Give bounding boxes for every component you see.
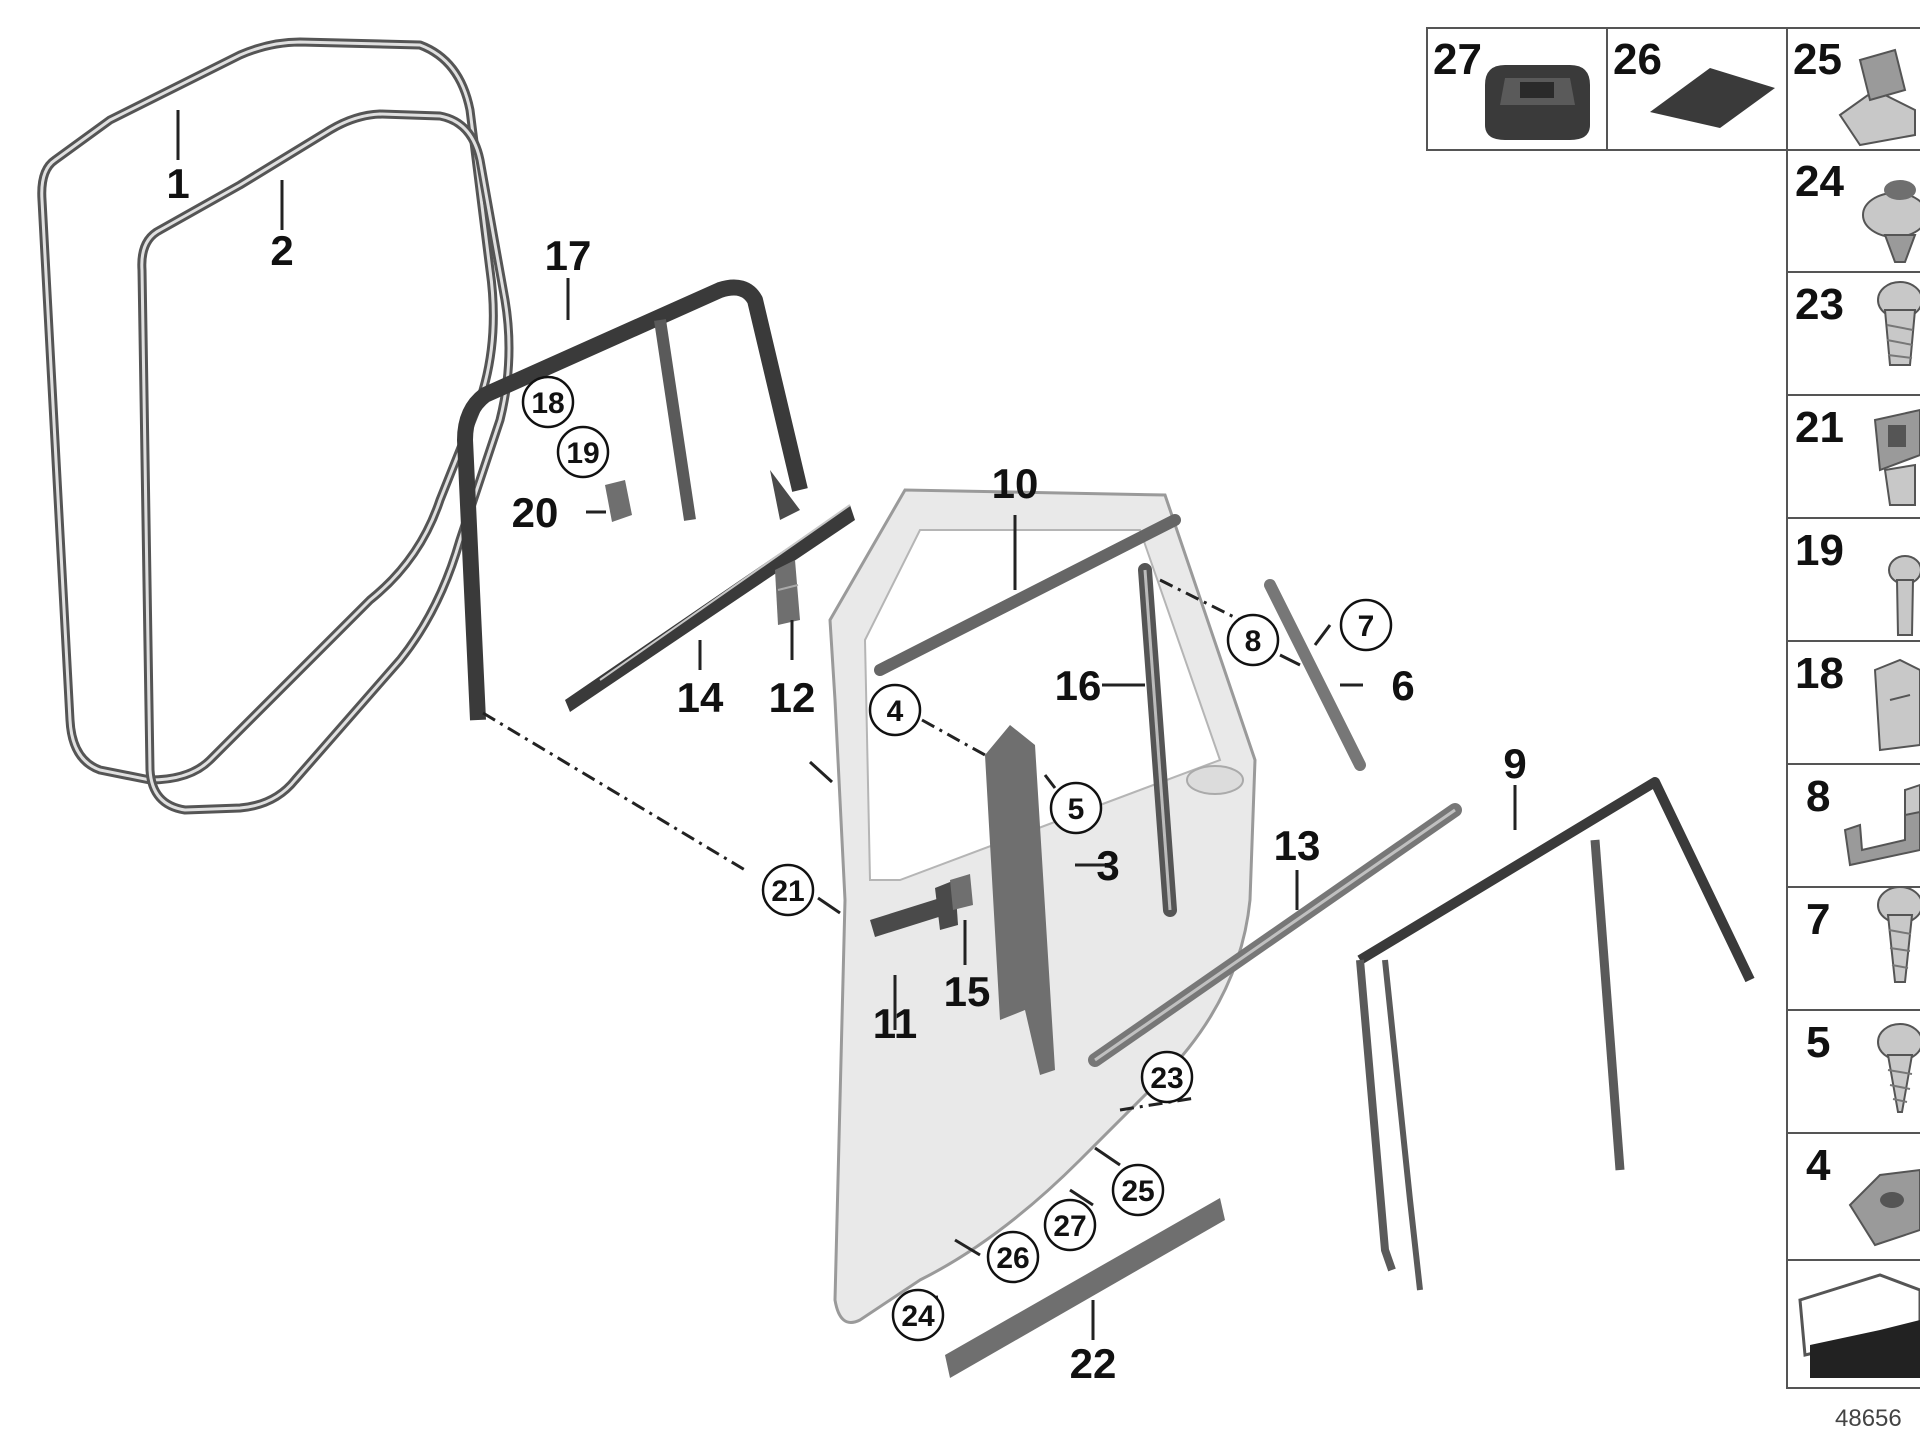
callout-8: 8 xyxy=(1245,625,1262,658)
circled-callout-18: 18 xyxy=(521,375,575,429)
circled-callout-25: 25 xyxy=(1111,1163,1165,1217)
callout-7: 7 xyxy=(1358,610,1375,643)
panel-label-8: 8 xyxy=(1806,772,1830,821)
window-frame-9 xyxy=(1356,777,1755,1291)
part-24-push-rivet-icon xyxy=(1862,180,1920,263)
circled-callout-5: 5 xyxy=(1049,781,1103,835)
panel-label-23: 23 xyxy=(1795,280,1844,329)
panel-label-19: 19 xyxy=(1795,526,1844,575)
parts-panel: 27 26 25 24 23 21 19 18 8 7 5 4 xyxy=(1426,27,1920,1389)
parts-panel-column xyxy=(1786,150,1920,1389)
panel-label-26: 26 xyxy=(1613,35,1662,84)
panel-label-24: 24 xyxy=(1795,157,1844,206)
part-25-nut-clip-icon xyxy=(1838,48,1916,147)
circled-callout-24: 24 xyxy=(891,1288,945,1342)
callout-3: 3 xyxy=(1096,842,1119,889)
circled-callout-21: 21 xyxy=(761,863,815,917)
part-27-buffer-icon xyxy=(1485,65,1590,140)
part-7-screw-icon xyxy=(1877,886,1920,983)
sill-trim-22 xyxy=(945,1198,1225,1378)
callout-22: 22 xyxy=(1070,1340,1117,1387)
callout-6: 6 xyxy=(1391,662,1414,709)
callout-14: 14 xyxy=(677,674,724,721)
part-21-expansion-nut-icon xyxy=(1873,408,1920,506)
seal-strip-6 xyxy=(1264,579,1366,771)
orientation-arrow-icon xyxy=(1798,1273,1920,1378)
trim-strip-14 xyxy=(565,504,855,712)
circled-callout-4: 4 xyxy=(868,683,922,737)
circled-callout-23: 23 xyxy=(1140,1050,1194,1104)
callout-25: 25 xyxy=(1121,1175,1154,1208)
callout-19: 19 xyxy=(566,437,599,470)
callout-17: 17 xyxy=(545,232,592,279)
panel-label-5: 5 xyxy=(1806,1018,1830,1067)
callout-15: 15 xyxy=(944,968,991,1015)
part-23-screw-icon xyxy=(1877,281,1920,366)
circled-callout-27: 27 xyxy=(1043,1198,1097,1252)
part-8-bracket-icon xyxy=(1843,783,1920,867)
outer-belt-seal-13 xyxy=(1088,803,1462,1067)
callout-2: 2 xyxy=(270,227,293,274)
part-26-pad-icon xyxy=(1650,68,1775,128)
callout-11: 11 xyxy=(873,1000,917,1047)
panel-label-27: 27 xyxy=(1433,35,1482,84)
guide-rail-16 xyxy=(1138,563,1177,917)
door-seal-outer xyxy=(37,37,498,785)
plain-callouts: 1 2 3 6 9 10 11 12 13 14 15 16 17 20 22 xyxy=(166,160,1526,1387)
circled-callout-26: 26 xyxy=(986,1230,1040,1284)
callout-18: 18 xyxy=(531,387,564,420)
circled-callouts: 4 5 7 8 18 19 21 23 xyxy=(521,375,1393,1342)
panel-label-25: 25 xyxy=(1793,35,1842,84)
panel-label-7: 7 xyxy=(1806,895,1830,944)
clip-15 xyxy=(950,874,973,910)
callout-1: 1 xyxy=(166,160,189,207)
callout-12: 12 xyxy=(769,674,816,721)
clip-12 xyxy=(775,560,800,625)
callout-27: 27 xyxy=(1053,1210,1086,1243)
callout-13: 13 xyxy=(1274,822,1321,869)
b-pillar-trim-3 xyxy=(985,725,1055,1075)
part-19-bolt-icon xyxy=(1888,555,1920,636)
cap-20 xyxy=(605,480,632,522)
callout-9: 9 xyxy=(1503,740,1526,787)
part-5-tapping-screw-icon xyxy=(1877,1023,1920,1113)
door-seal-inner xyxy=(137,109,514,815)
callout-16: 16 xyxy=(1055,662,1102,709)
window-frame-channel xyxy=(457,279,808,721)
callout-26: 26 xyxy=(996,1242,1029,1275)
panel-label-21: 21 xyxy=(1795,403,1844,452)
circled-callout-19: 19 xyxy=(556,425,610,479)
callout-24: 24 xyxy=(901,1300,935,1333)
callout-21: 21 xyxy=(771,875,804,908)
circled-callout-7: 7 xyxy=(1339,598,1393,652)
callout-10: 10 xyxy=(992,460,1039,507)
circled-callout-8: 8 xyxy=(1226,613,1280,667)
callout-5: 5 xyxy=(1068,793,1085,826)
callout-20: 20 xyxy=(512,489,559,536)
part-4-nut-clip-icon xyxy=(1848,1168,1920,1247)
panel-label-4: 4 xyxy=(1806,1141,1831,1190)
image-number: 48656 xyxy=(1835,1405,1902,1432)
panel-label-18: 18 xyxy=(1795,649,1844,698)
part-18-clip-icon xyxy=(1873,658,1920,752)
window-seal-strip-10 xyxy=(874,514,1181,676)
callout-4: 4 xyxy=(887,695,904,728)
callout-23: 23 xyxy=(1150,1062,1183,1095)
parts-panel-top-row xyxy=(1426,27,1920,151)
